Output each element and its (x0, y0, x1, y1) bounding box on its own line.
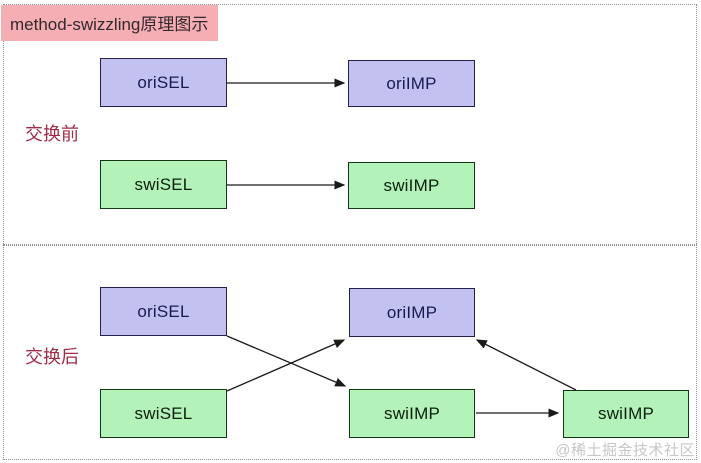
node-after-swisel: swiSEL (100, 389, 227, 438)
section-after-frame (3, 244, 697, 460)
node-after-orisel: oriSEL (100, 287, 227, 336)
node-after-oriimp: oriIMP (349, 288, 475, 337)
node-before-swiimp: swiIMP (348, 162, 475, 209)
node-before-swisel: swiSEL (100, 160, 227, 209)
page-title: method-swizzling原理图示 (1, 5, 219, 41)
label-before-swap: 交换前 (25, 124, 79, 144)
node-before-orisel: oriSEL (100, 58, 227, 107)
watermark: @稀土掘金技术社区 (555, 442, 695, 459)
label-after-swap: 交换后 (25, 347, 79, 367)
node-after-swiimp-right: swiIMP (563, 390, 689, 438)
node-before-oriimp: oriIMP (348, 60, 475, 107)
section-before-frame (3, 4, 697, 246)
node-after-swiimp-mid: swiIMP (349, 389, 475, 438)
